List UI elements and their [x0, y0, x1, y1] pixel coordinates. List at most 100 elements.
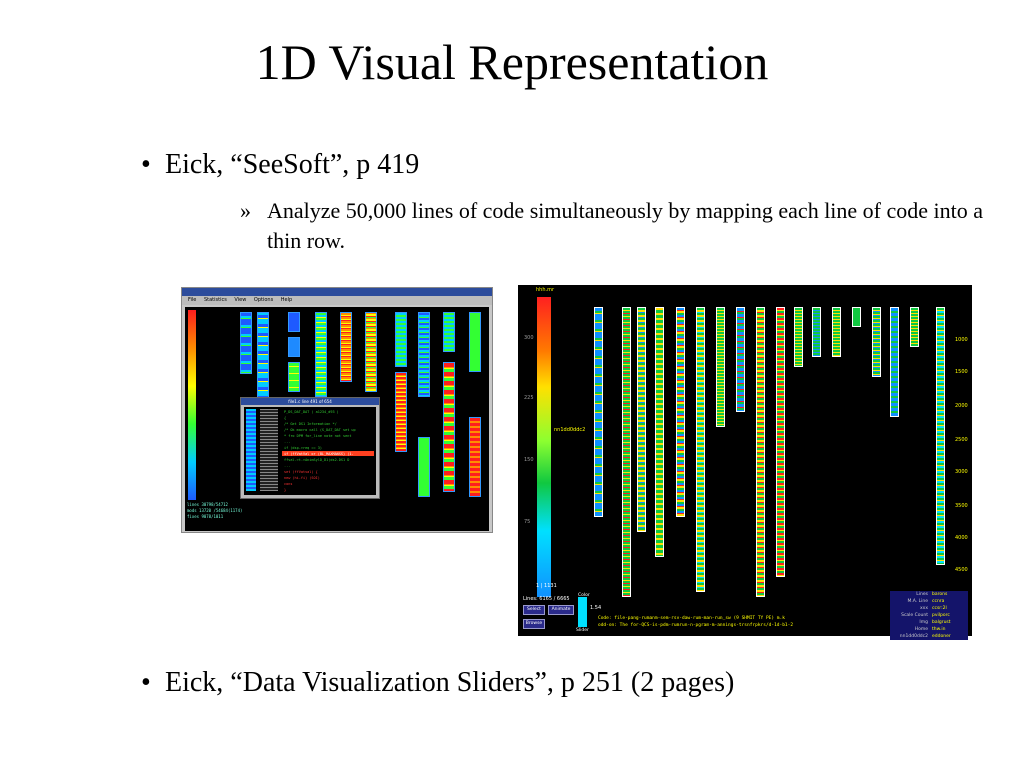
- file-column[interactable]: [418, 437, 430, 497]
- right-tick: 4500: [955, 567, 968, 573]
- file-column[interactable]: [812, 307, 821, 357]
- file-column[interactable]: [395, 312, 407, 367]
- menu-bar: File Statistics View Options Help: [182, 296, 492, 305]
- code-line: if (ffVatVal or (BL_MAXMANSS) (1-: [284, 452, 354, 456]
- slide-title: 1D Visual Representation: [255, 34, 769, 90]
- code-line: new (hi-fi) (SOI): [284, 476, 320, 480]
- color-slider[interactable]: [578, 597, 587, 627]
- menu-file[interactable]: File: [188, 297, 197, 303]
- file-column[interactable]: [716, 307, 725, 427]
- color-scale: [188, 310, 196, 500]
- file-column[interactable]: [655, 307, 664, 557]
- bullet-glyph: •: [141, 667, 151, 698]
- code-line: if (dsp->req == 3): [284, 446, 322, 450]
- file-column[interactable]: [756, 307, 765, 597]
- file-column[interactable]: [315, 312, 327, 397]
- legend-key: xxx: [920, 606, 928, 611]
- file-column[interactable]: [852, 307, 861, 327]
- file-column[interactable]: [469, 417, 481, 497]
- file-column[interactable]: [365, 312, 377, 392]
- menu-options[interactable]: Options: [253, 297, 274, 303]
- right-tick: 2000: [955, 403, 968, 409]
- legend-value: ccnra: [932, 599, 945, 604]
- scale-readout: 1 | 1131: [536, 583, 557, 589]
- file-column[interactable]: [340, 312, 352, 382]
- scale-tick: 225: [524, 395, 534, 401]
- legend-value: barons: [932, 592, 948, 597]
- code-canvas: lines 30798/54712 mods 13720 /54684(1174…: [185, 307, 489, 531]
- stat-line: lines 30798/54712: [187, 502, 228, 507]
- scale-tick: 150: [524, 457, 534, 463]
- file-column[interactable]: [469, 312, 481, 372]
- file-column[interactable]: [637, 307, 646, 532]
- code-line: }: [284, 488, 287, 492]
- legend-key: Img: [919, 620, 928, 625]
- code-line: /* Get DS1 Information */: [284, 422, 337, 426]
- code-line: cons: [284, 482, 293, 486]
- legend-value: pvilporc: [932, 613, 950, 618]
- file-column[interactable]: [622, 307, 631, 597]
- code-line: P_DS_DAT_DAT ( a1234_d93 ): [284, 410, 339, 414]
- file-column[interactable]: [676, 307, 685, 517]
- legend-value: eddoner: [932, 634, 951, 639]
- code-line: ffval->t->AnimSylD_D1(ds2.DS1 D: [284, 458, 350, 462]
- info-line: Code: file-pang-rumanm-sem-rsv-daw-rum-m…: [598, 616, 785, 621]
- browse-button[interactable]: Browse: [523, 619, 545, 629]
- select-button[interactable]: Select: [523, 605, 545, 615]
- right-tick: 1500: [955, 369, 968, 375]
- stat-line: fixes 9078/1011: [187, 514, 224, 519]
- dialog-title: file1.c line 491 of 654: [241, 398, 379, 405]
- dialog-body: P_DS_DAT_DAT ( a1234_d93 ) { /* Get DS1 …: [244, 407, 376, 495]
- file-column[interactable]: [832, 307, 841, 357]
- menu-view[interactable]: View: [234, 297, 247, 303]
- scale-tick: 75: [524, 519, 531, 525]
- menu-help[interactable]: Help: [280, 297, 293, 303]
- file-column[interactable]: [696, 307, 705, 592]
- color-scale[interactable]: [537, 297, 551, 597]
- highlighted-line: [282, 451, 374, 456]
- file-column[interactable]: [395, 372, 407, 452]
- file-column[interactable]: [872, 307, 881, 377]
- status-line: Lines: 6165 / 6665: [523, 596, 570, 602]
- file-column[interactable]: [776, 307, 785, 577]
- file-column[interactable]: [910, 307, 919, 347]
- file-column[interactable]: [736, 307, 745, 412]
- code-text: P_DS_DAT_DAT ( a1234_d93 ) { /* Get DS1 …: [284, 409, 372, 493]
- menu-statistics[interactable]: Statistics: [203, 297, 227, 303]
- scale-caption: hhh.mr: [536, 287, 555, 293]
- legend-value: thw.in: [932, 627, 946, 632]
- slider-caption: Slider: [576, 628, 589, 633]
- bullet-glyph: •: [141, 149, 151, 180]
- info-line: odd-on: The for-QCS-is-pdm-rumrun-n-pgra…: [598, 623, 794, 628]
- legend-key: Home: [914, 627, 928, 632]
- file-column[interactable]: [594, 307, 603, 517]
- window-titlebar: [182, 288, 492, 296]
- file-column[interactable]: [288, 337, 300, 357]
- sub-bullet-text: Analyze 50,000 lines of code simultaneou…: [267, 198, 984, 253]
- file-column[interactable]: [794, 307, 803, 367]
- legend-row: Home thw.in: [890, 626, 968, 633]
- file-column[interactable]: [288, 362, 300, 392]
- bullet-text: Eick, “Data Visualization Sliders”, p 25…: [165, 667, 735, 698]
- stats-readout: lines 30798/54712 mods 13720 /54684(1174…: [187, 502, 242, 520]
- seesoft-window-screenshot: File Statistics View Options Help lines …: [181, 287, 493, 533]
- file-column[interactable]: [288, 312, 300, 332]
- code-browser-dialog[interactable]: file1.c line 491 of 654 P_DS_DAT_DAT ( a…: [240, 397, 380, 499]
- right-tick: 2500: [955, 437, 968, 443]
- file-column[interactable]: [240, 312, 252, 374]
- file-column[interactable]: [936, 307, 945, 565]
- color-caption: Color: [578, 593, 590, 598]
- file-column[interactable]: [418, 312, 430, 397]
- code-line: /* Ok macro call (S_DAT_DAT set up: [284, 428, 356, 432]
- file-column[interactable]: [890, 307, 899, 417]
- animate-button[interactable]: Animate: [548, 605, 574, 615]
- file-column[interactable]: [443, 312, 455, 352]
- code-line: * fro DPM for_line note not sent: [284, 434, 352, 438]
- stat-line: mods 13720 /54684(1174): [187, 508, 243, 513]
- file-column[interactable]: [443, 362, 455, 492]
